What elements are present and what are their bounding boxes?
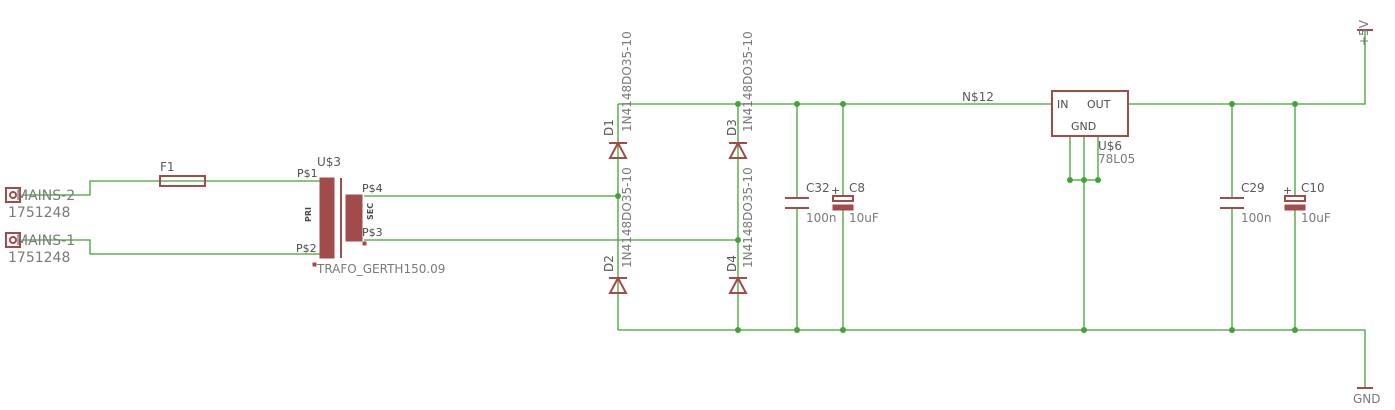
capacitor-c29[interactable]: C29 100n — [1220, 181, 1272, 225]
junction-dot — [1292, 101, 1298, 107]
diode-d1-value: 1N4148DO35-10 — [620, 31, 634, 132]
regulator-u6[interactable]: IN OUT GND U$6 78L05 — [1051, 90, 1135, 166]
pin-p1: P$1 — [297, 167, 318, 180]
junction-dot — [840, 101, 846, 107]
junction-dot — [615, 193, 621, 199]
secondary-tag: SEC — [366, 203, 375, 220]
diode-d3-value: 1N4148DO35-10 — [741, 31, 755, 132]
primary-tag: PRI — [304, 207, 313, 222]
diode-d1[interactable]: D1 1N4148DO35-10 — [602, 31, 634, 159]
capacitor-c8-plus: + — [831, 184, 840, 197]
primary-dot — [312, 262, 317, 267]
capacitor-c8-label: C8 — [849, 181, 865, 195]
regulator-pin-gnd: GND — [1071, 120, 1096, 133]
regulator-pin-in: IN — [1057, 98, 1068, 111]
capacitor-c29-gap — [1220, 198, 1244, 208]
secondary-dot — [362, 241, 367, 246]
fuse-body — [159, 175, 206, 187]
capacitor-c10-label: C10 — [1301, 181, 1325, 195]
transformer-primary-coil — [319, 177, 335, 259]
capacitor-c29-label: C29 — [1241, 181, 1265, 195]
regulator-value: 78L05 — [1098, 152, 1135, 166]
connector-mains-1-pin — [9, 236, 17, 244]
junction-dot — [794, 327, 800, 333]
capacitor-c10-plus: + — [1283, 184, 1292, 197]
supply-gnd[interactable]: GND — [1353, 387, 1381, 406]
fuse-label: F1 — [160, 160, 175, 174]
diode-d3-triangle — [728, 140, 748, 159]
transformer-label: U$3 — [317, 155, 341, 169]
wire-mains1 — [22, 239, 320, 255]
regulator-label: U$6 — [1098, 139, 1122, 153]
capacitor-c10-plate-pos — [1284, 195, 1306, 202]
regulator-pin-out: OUT — [1087, 98, 1111, 111]
capacitor-c8-value: 10uF — [849, 211, 879, 225]
transformer-u3[interactable]: U$3 P$1 P$2 P$4 P$3 PRI SEC TRAFO_GERTH1… — [296, 155, 445, 276]
connector-mains-2-body — [5, 187, 21, 203]
junction-dot — [840, 327, 846, 333]
junctions — [615, 101, 1298, 333]
capacitor-c8[interactable]: + C8 10uF — [831, 181, 879, 225]
capacitor-c32-label: C32 — [806, 181, 830, 195]
capacitor-c32-gap — [785, 198, 809, 208]
capacitor-c10-plate-neg — [1284, 204, 1306, 211]
junction-dot — [735, 101, 741, 107]
connector-mains-2-label: MAINS-2 — [16, 188, 75, 204]
junction-dot — [1095, 177, 1101, 183]
connector-mains-1-body — [5, 232, 21, 248]
capacitor-c10[interactable]: + C10 10uF — [1283, 181, 1331, 225]
diode-d3[interactable]: D3 1N4148DO35-10 — [725, 31, 755, 159]
junction-dot — [1292, 327, 1298, 333]
diode-d1-label: D1 — [602, 119, 616, 136]
diode-d2-value: 1N4148DO35-10 — [620, 167, 634, 268]
capacitor-c8-plate-pos — [832, 195, 854, 202]
junction-dot — [1081, 177, 1087, 183]
transformer-value: TRAFO_GERTH150.09 — [316, 262, 445, 276]
junction-dot — [1081, 327, 1087, 333]
pin-p3: P$3 — [362, 226, 383, 239]
diode-d2[interactable]: D2 1N4148DO35-10 — [602, 167, 634, 294]
connector-mains-1-label: MAINS-1 — [16, 233, 75, 249]
supply-gnd-label: GND — [1353, 392, 1381, 406]
capacitor-c32[interactable]: C32 100n — [785, 181, 837, 225]
wire-output-rail — [1128, 30, 1366, 105]
diode-d2-triangle — [608, 275, 628, 294]
capacitor-c29-value: 100n — [1241, 211, 1272, 225]
connector-mains-1[interactable]: MAINS-1 1751248 — [5, 232, 75, 266]
junction-dot — [794, 101, 800, 107]
connector-mains-2[interactable]: MAINS-2 1751248 — [5, 187, 75, 221]
connector-mains-1-value: 1751248 — [8, 250, 70, 266]
junction-dot — [1229, 101, 1235, 107]
diode-d4-value: 1N4148DO35-10 — [741, 167, 755, 268]
capacitor-c10-value: 10uF — [1301, 211, 1331, 225]
junction-dot — [735, 327, 741, 333]
pin-p4: P$4 — [362, 182, 383, 195]
supply-5v[interactable]: +5V — [1357, 19, 1373, 46]
diode-d3-label: D3 — [725, 119, 739, 136]
diode-d4-triangle — [728, 275, 748, 294]
wires — [22, 30, 1366, 388]
diode-d4-label: D4 — [725, 255, 739, 272]
junction-dot — [1229, 327, 1235, 333]
regulator-body — [1051, 90, 1129, 137]
connector-mains-2-pin — [9, 191, 17, 199]
transformer-secondary-coil — [345, 194, 363, 242]
pin-p2: P$2 — [296, 242, 317, 255]
junction-dot — [735, 237, 741, 243]
capacitor-c8-plate-neg — [832, 204, 854, 211]
diode-d4[interactable]: D4 1N4148DO35-10 — [725, 167, 755, 294]
supply-5v-label: +5V — [1357, 19, 1371, 46]
wire-ground-rail — [618, 329, 1366, 388]
junction-dot — [1067, 177, 1073, 183]
capacitor-c32-value: 100n — [806, 211, 837, 225]
diode-d2-label: D2 — [602, 255, 616, 272]
net-label: N$12 — [962, 90, 994, 104]
diode-d1-triangle — [608, 140, 628, 159]
fuse-f1[interactable]: F1 — [159, 160, 206, 187]
connector-mains-2-value: 1751248 — [8, 205, 70, 221]
